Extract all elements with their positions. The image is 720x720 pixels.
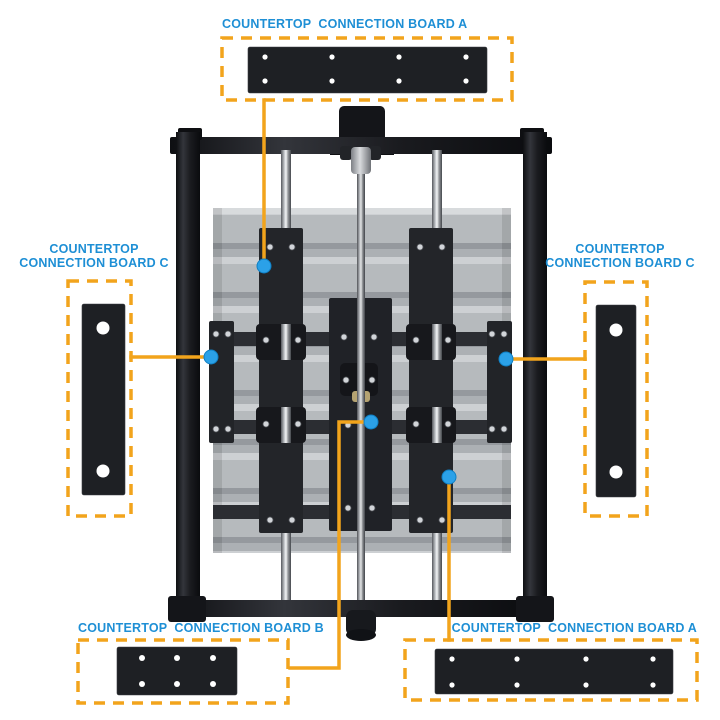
leader-line-bottom-board-b <box>288 420 369 670</box>
callout-box-bottom-board-a <box>403 638 699 702</box>
bottom-bearing-cap <box>346 629 376 641</box>
label-right-board-c-line2: CONNECTION BOARD C <box>545 256 695 270</box>
stepper-motor <box>339 106 385 142</box>
guide-rod-left-segment <box>281 324 291 360</box>
board-a-top-image <box>247 46 488 94</box>
frame-rail-left <box>176 132 200 620</box>
cnc-frame-assembly <box>168 106 554 641</box>
lead-screw <box>357 150 365 618</box>
marker-dot-left-board-c <box>203 349 219 365</box>
label-bottom-board-a: COUNTERTOP CONNECTION BOARD A <box>451 621 697 635</box>
marker-dot-bottom-board-a <box>441 469 457 485</box>
label-right-board-c: COUNTERTOP CONNECTION BOARD C <box>540 242 700 270</box>
frame-foot-left <box>168 596 206 622</box>
label-right-board-c-line1: COUNTERTOP <box>575 242 665 256</box>
label-left-board-c-line1: COUNTERTOP <box>49 242 139 256</box>
marker-dot-bottom-board-b <box>363 414 379 430</box>
bottom-bearing-block <box>346 610 376 636</box>
frame-rail-right <box>523 132 547 620</box>
callout-box-left-board-c <box>66 279 133 518</box>
rod-clamp-right-lower <box>406 407 456 443</box>
label-bottom-board-b: COUNTERTOP CONNECTION BOARD B <box>78 621 324 635</box>
coupler-screw-right <box>369 146 381 160</box>
lead-screw-thread-shade <box>357 150 365 618</box>
guide-rod-right-segment <box>432 324 442 360</box>
label-top-board-a: COUNTERTOP CONNECTION BOARD A <box>222 17 468 31</box>
label-left-board-c-line2: CONNECTION BOARD C <box>19 256 169 270</box>
board-c-left-image <box>81 303 126 496</box>
rod-clamp-right-upper <box>406 324 456 360</box>
rail-plate-left <box>259 228 303 533</box>
shaft-coupler <box>351 147 371 174</box>
frame-foot-right <box>516 596 554 622</box>
guide-rod-left-segment <box>281 407 291 443</box>
installed-board-c-left <box>209 321 234 443</box>
guide-rod-right-segment <box>432 407 442 443</box>
callout-box-right-board-c <box>583 280 649 518</box>
label-left-board-c: COUNTERTOP CONNECTION BOARD C <box>14 242 174 270</box>
callout-box-bottom-board-b <box>76 638 290 705</box>
board-b-image <box>116 646 238 696</box>
callout-box-top-board-a <box>220 36 514 102</box>
installed-board-c-right <box>487 321 512 443</box>
board-c-right-image <box>595 304 637 498</box>
marker-dot-top-board-a <box>256 258 272 274</box>
rail-plate-right <box>409 228 453 533</box>
coupler-screw-left <box>340 146 352 160</box>
frame-bottom-bar <box>170 600 552 617</box>
board-a-bottom-image <box>434 648 674 695</box>
marker-dot-right-board-c <box>498 351 514 367</box>
